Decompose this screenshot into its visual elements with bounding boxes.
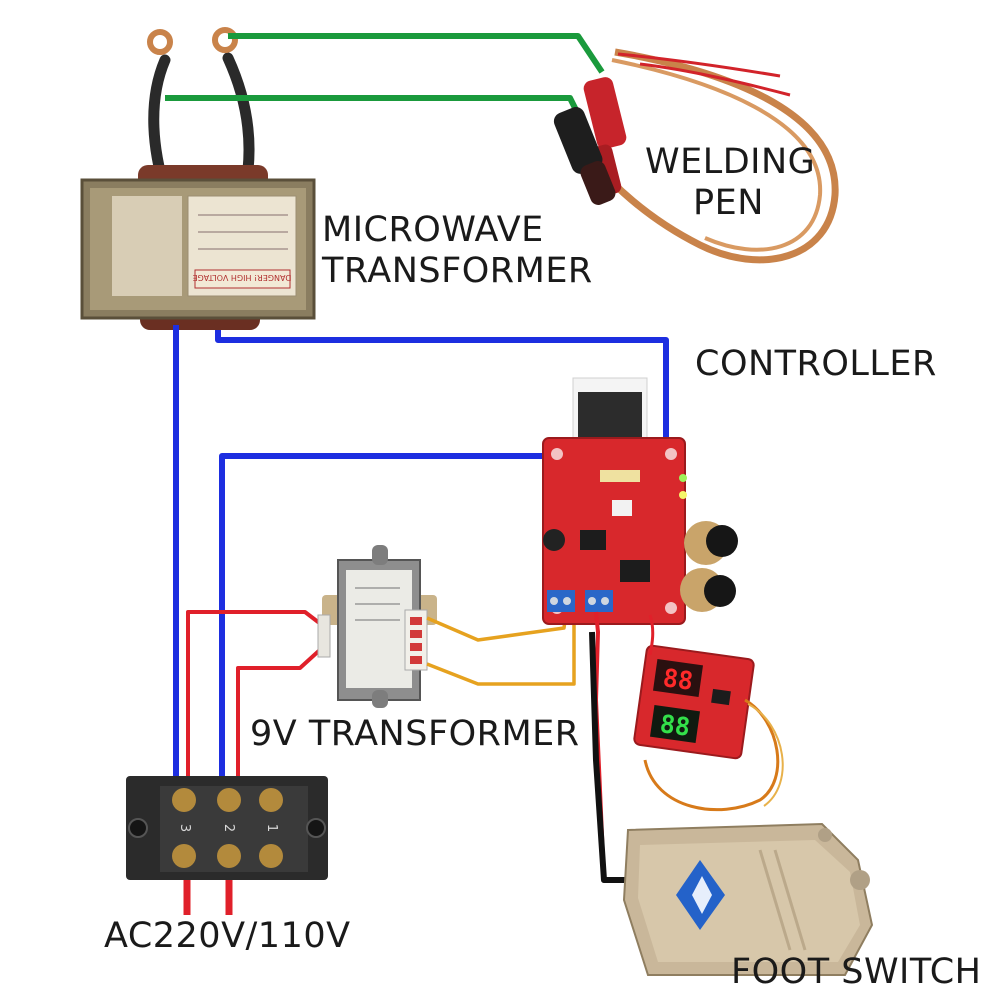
signal-wires	[589, 611, 784, 883]
display-top-digits: 88	[661, 663, 695, 696]
label-microwave-transformer-line-1: MICROWAVE	[322, 210, 544, 250]
label-welding-pen-line-2: PEN	[693, 183, 764, 224]
controller-board	[542, 377, 738, 625]
terminal-number-2: 2	[221, 824, 236, 832]
welding-pen	[553, 48, 839, 264]
foot-switch	[622, 822, 874, 976]
display-module: 88 88	[633, 644, 755, 760]
terminal-number-3: 3	[177, 824, 192, 832]
label-9v-transformer: 9V TRANSFORMER	[250, 714, 580, 754]
terminal-block: 1 2 3	[126, 776, 328, 880]
label-controller: CONTROLLER	[695, 344, 937, 384]
primary-wires-blue	[173, 325, 669, 800]
label-welding-pen-line-1: WELDING	[645, 142, 816, 182]
label-microwave-transformer-line-2: TRANSFORMER	[322, 251, 593, 292]
label-microwave-transformer: MICROWAVE TRANSFORMER	[322, 210, 593, 293]
secondary-wires-green	[165, 33, 605, 112]
transformer-9v	[317, 545, 437, 708]
display-bottom-digits: 88	[658, 709, 692, 742]
microwave-transformer: DANGER! HIGH VOLTAGE	[80, 27, 316, 330]
label-foot-switch: FOOT SWITCH	[731, 952, 982, 992]
terminal-number-1: 1	[264, 824, 279, 832]
label-welding-pen: WELDING PEN	[645, 142, 815, 225]
mains-wires-red	[183, 610, 324, 915]
label-mains-input: AC220V/110V	[104, 916, 351, 956]
mwo-danger-plate: DANGER! HIGH VOLTAGE	[192, 273, 291, 282]
